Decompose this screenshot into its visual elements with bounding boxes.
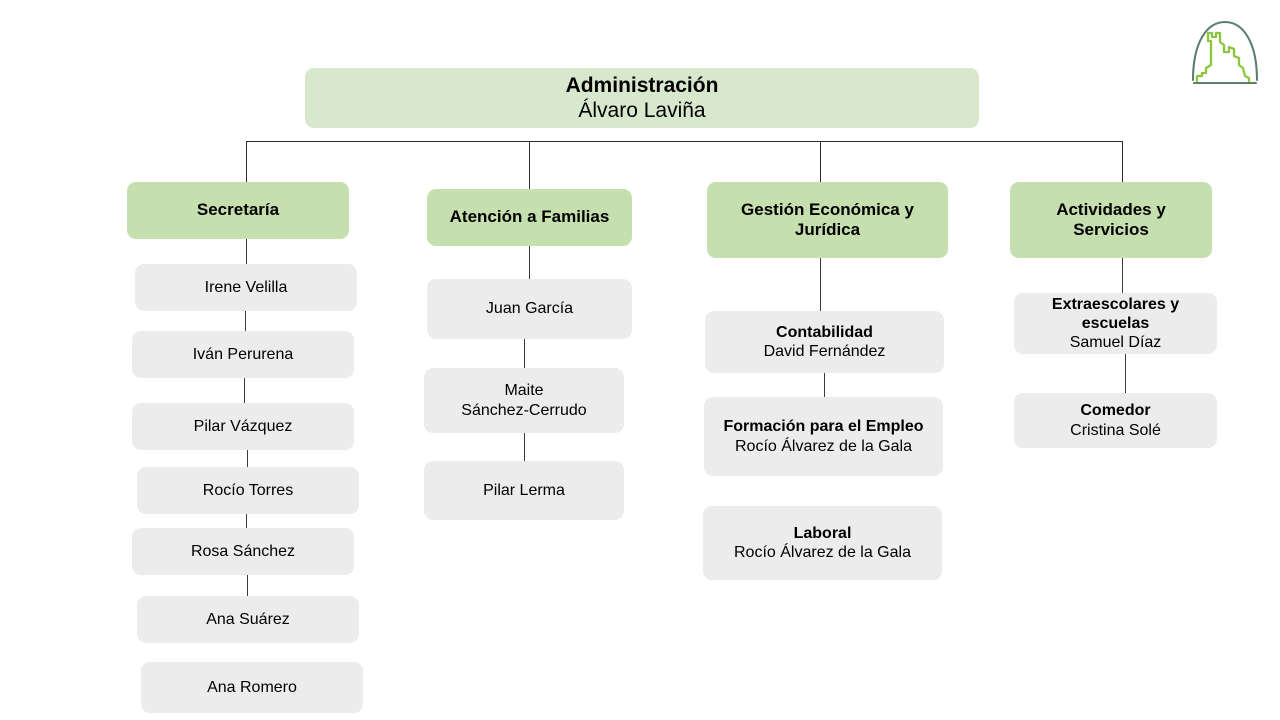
node-member-ivan-perurena[interactable]: Iván Perurena [132, 331, 354, 378]
connector-secretaria-3 [244, 378, 245, 403]
unit-title: Formación para el Empleo [723, 418, 924, 436]
member-person: Pilar Vázquez [193, 417, 293, 435]
node-unit-laboral[interactable]: Laboral Rocío Álvarez de la Gala [703, 506, 942, 580]
node-member-rosa-sanchez[interactable]: Rosa Sánchez [132, 528, 354, 575]
node-member-irene-velilla[interactable]: Irene Velilla [135, 264, 357, 311]
connector-secretaria-6 [247, 575, 248, 596]
unit-person: David Fernández [763, 343, 886, 360]
connector-actividades-1 [1122, 258, 1123, 293]
node-member-pilar-lerma[interactable]: Pilar Lerma [424, 461, 624, 520]
node-member-maite-sanchez-cerrudo[interactable]: Maite Sánchez-Cerrudo [424, 368, 624, 433]
connector-actividades-2 [1125, 354, 1126, 393]
node-dept-atencion-a-familias[interactable]: Atención a Familias [427, 189, 632, 246]
member-person: Rocío Torres [202, 481, 294, 499]
connector-atencion-2 [524, 339, 525, 368]
dept-title: Secretaría [196, 200, 280, 220]
member-person: Ana Romero [207, 678, 297, 696]
node-unit-formacion-para-el-empleo[interactable]: Formación para el Empleo Rocío Álvarez d… [704, 397, 943, 476]
root-person: Álvaro Laviña [578, 99, 706, 122]
node-dept-gestion-economica-y-juridica[interactable]: Gestión Económica y Jurídica [707, 182, 948, 258]
node-member-rocio-torres[interactable]: Rocío Torres [137, 467, 359, 514]
connector-gestion-1 [820, 258, 821, 311]
node-member-ana-romero[interactable]: Ana Romero [141, 662, 363, 713]
dept-title: Atención a Familias [449, 207, 610, 227]
member-person: Pilar Lerma [483, 481, 565, 499]
node-dept-actividades-y-servicios[interactable]: Actividades y Servicios [1010, 182, 1212, 258]
node-administracion[interactable]: Administración Álvaro Laviña [305, 68, 979, 128]
member-person: Irene Velilla [204, 278, 288, 296]
connector-secretaria-4 [247, 450, 248, 467]
unit-person: Cristina Solé [1070, 421, 1161, 439]
dept-title: Gestión Económica y Jurídica [741, 199, 914, 239]
connector-drop-actividades [1122, 141, 1123, 182]
connector-drop-secretaria [246, 141, 247, 182]
node-unit-extraescolares-y-escuelas[interactable]: Extraescolares y escuelas Samuel Díaz [1014, 293, 1217, 354]
connector-atencion-1 [529, 246, 530, 279]
unit-title: Contabilidad [776, 323, 873, 341]
root-title: Administración [565, 73, 719, 97]
node-member-juan-garcia[interactable]: Juan García [427, 279, 632, 339]
member-person: Maite Sánchez-Cerrudo [461, 382, 587, 419]
node-member-ana-suarez[interactable]: Ana Suárez [137, 596, 359, 643]
connector-root-bus [246, 141, 1122, 142]
organization-logo [1187, 16, 1263, 88]
unit-person: Rocío Álvarez de la Gala [734, 544, 911, 561]
member-person: Juan García [485, 300, 574, 318]
connector-secretaria-1 [246, 239, 247, 264]
connector-drop-atencion [529, 141, 530, 189]
member-person: Rosa Sánchez [190, 542, 296, 560]
node-unit-comedor[interactable]: Comedor Cristina Solé [1014, 393, 1217, 448]
connector-atencion-3 [524, 433, 525, 461]
connector-gestion-2 [824, 373, 825, 397]
member-person: Ana Suárez [206, 610, 290, 628]
unit-title: Comedor [1080, 402, 1151, 420]
member-person: Iván Perurena [192, 345, 294, 363]
dept-title: Actividades y Servicios [1056, 199, 1166, 239]
unit-title: Laboral [793, 524, 852, 542]
unit-title: Extraescolares y escuelas [1051, 295, 1180, 332]
unit-person: Samuel Díaz [1069, 334, 1162, 352]
connector-secretaria-2 [245, 311, 246, 331]
node-member-pilar-vazquez[interactable]: Pilar Vázquez [132, 403, 354, 450]
node-unit-contabilidad[interactable]: Contabilidad David Fernández [705, 311, 944, 373]
unit-person: Rocío Álvarez de la Gala [735, 437, 912, 455]
connector-secretaria-5 [246, 514, 247, 528]
node-dept-secretaria[interactable]: Secretaría [127, 182, 349, 239]
connector-drop-gestion [820, 141, 821, 182]
